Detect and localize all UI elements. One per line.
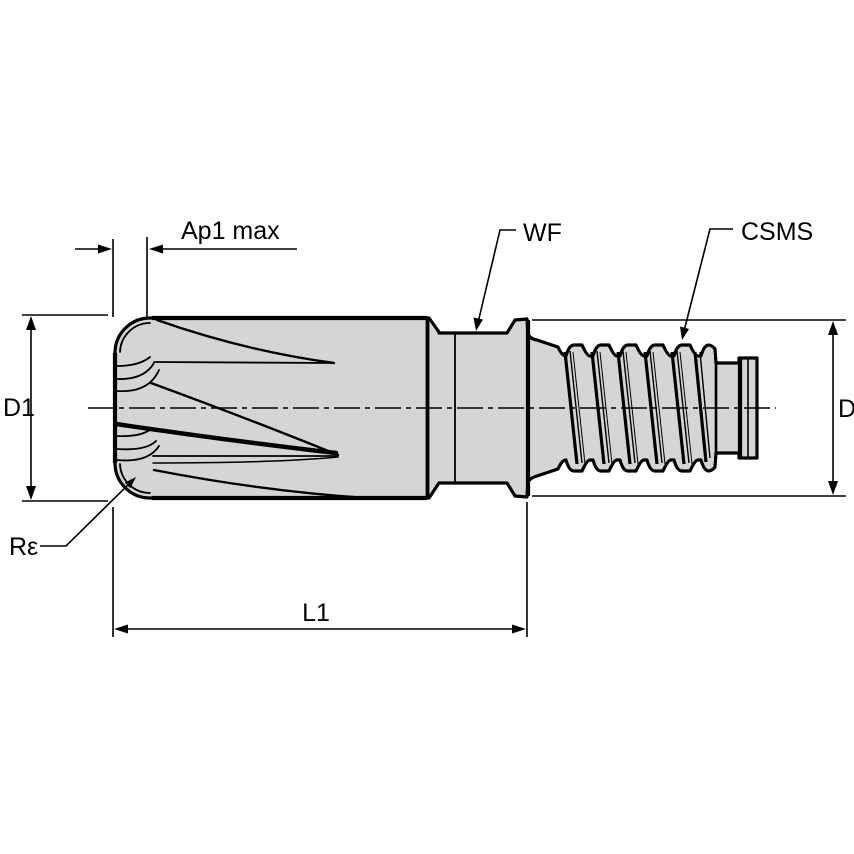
dim-d1: D1 [3,314,108,502]
ap1-arrowhead-left [149,244,163,254]
flute-heavy-edge [113,421,339,456]
csms-arrowhead [680,326,689,340]
wf-leader-line [476,229,516,328]
d-arrowhead-top [828,321,838,335]
leader-wf: WF [473,219,562,331]
gash-arc-2 [116,362,155,380]
corner-radius-arc-top [119,322,151,353]
l1-arrowhead-right [512,624,526,634]
re-arrowhead [124,477,136,489]
heavy-edges [112,315,743,501]
flute-low-line-2 [152,456,339,464]
d1-arrowhead-top [26,316,36,330]
leader-corner-radius: Rε [9,477,136,561]
d-arrowhead-bottom [828,481,838,495]
l1-arrowhead-left [114,624,128,634]
flute-bottom-sweep [152,468,368,500]
d1-arrowhead-bottom [26,486,36,500]
wf-label: WF [523,219,562,247]
gash-arc-1 [116,356,151,367]
dim-l1: L1 [112,502,528,637]
lower-gash-arc-1 [116,428,152,438]
corner-radius-label: Rε [9,533,38,561]
lower-gash-arc-3 [116,445,160,462]
gash-arc-3 [116,369,160,393]
flute-mid-curve [149,381,340,457]
csms-label: CSMS [741,218,813,246]
wf-arrowhead [473,317,483,331]
flute-top-line [153,361,335,364]
l1-label: L1 [302,599,330,627]
dim-ap1-max: Ap1 max [75,217,297,317]
d1-label: D1 [3,394,35,422]
ap1-max-label: Ap1 max [181,217,280,245]
dim-d: D [532,319,854,497]
thread-flank-thin [569,350,711,464]
d-label: D [838,395,854,423]
csms-leader-line [682,228,733,336]
leader-csms: CSMS [680,218,813,340]
flute-top-curve [155,318,336,365]
cutting-head-flutes [113,318,368,500]
lower-gash-arc-2 [116,440,157,451]
ap1-arrowhead-right [98,244,112,254]
re-leader-line [40,479,134,547]
